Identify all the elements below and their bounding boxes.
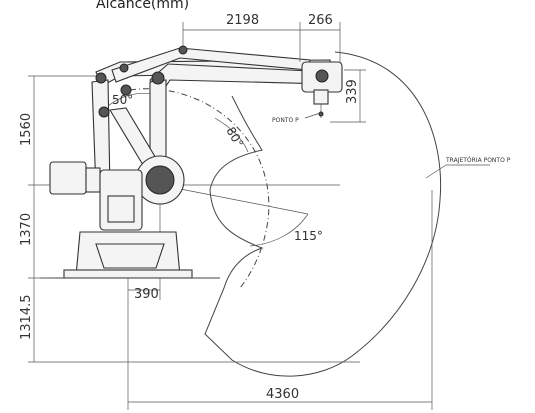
leader-trajectory bbox=[425, 164, 447, 179]
motor-coupling bbox=[85, 167, 101, 193]
joint-mid bbox=[120, 84, 132, 96]
header-text: Alcance(mm) bbox=[96, 0, 189, 12]
motor-box bbox=[49, 161, 87, 195]
arm-base-motor bbox=[107, 195, 135, 223]
leader-point-p bbox=[304, 112, 321, 119]
joint-top-front bbox=[178, 45, 188, 55]
front-link bbox=[149, 79, 167, 161]
joint-main bbox=[151, 71, 165, 85]
dim-wrist-height: 339 bbox=[345, 79, 360, 104]
angle-line-115 bbox=[159, 184, 309, 215]
reach-arc bbox=[129, 88, 270, 289]
dim-base-offset: 390 bbox=[134, 287, 159, 302]
dim-mid-height: 1370 bbox=[19, 213, 34, 246]
angle-upper-left: 50° bbox=[112, 93, 133, 107]
pedestal-inner bbox=[95, 243, 165, 269]
base-plate bbox=[63, 269, 193, 279]
point-p-marker bbox=[318, 111, 324, 117]
label-point-p: PONTO P bbox=[272, 117, 299, 124]
dim-upper-height: 1560 bbox=[19, 113, 34, 146]
wrist-joint bbox=[315, 69, 329, 83]
joint-top bbox=[119, 63, 129, 73]
joint-rear-top bbox=[95, 72, 107, 84]
angle-arc-80 bbox=[214, 117, 249, 153]
angle-arc-115 bbox=[249, 213, 309, 247]
dim-top-offset: 266 bbox=[308, 13, 333, 28]
dim-total-reach: 4360 bbox=[266, 387, 299, 402]
flange bbox=[313, 89, 329, 105]
dim-lower-height: 1314.5 bbox=[19, 295, 34, 341]
dim-top-arm: 2198 bbox=[226, 13, 259, 28]
angle-lower: 115° bbox=[294, 229, 323, 243]
trajectory-envelope bbox=[204, 51, 442, 377]
label-trajectory: TRAJETÓRIA PONTO P bbox=[445, 157, 511, 164]
angle-forearm: 80° bbox=[223, 125, 246, 150]
joint-rear-mid bbox=[98, 106, 110, 118]
turntable-hub bbox=[145, 165, 175, 195]
